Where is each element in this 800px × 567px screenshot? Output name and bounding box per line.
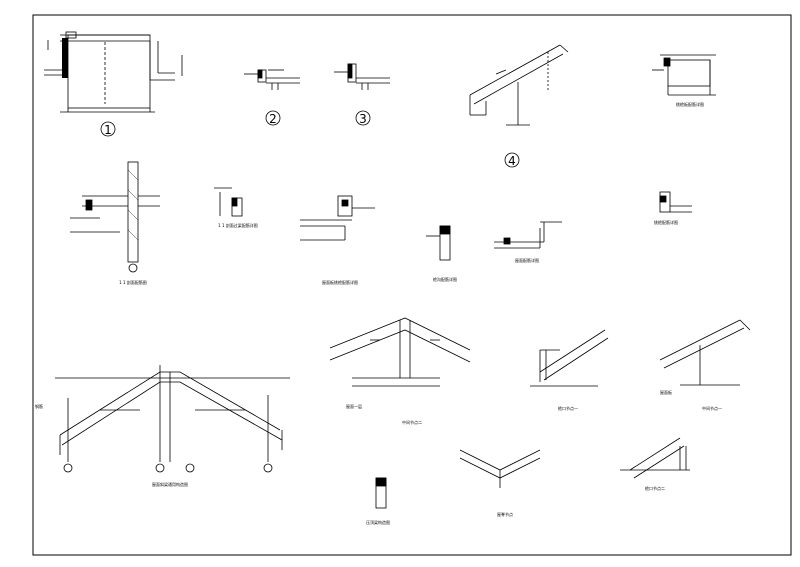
caption-c13: 屋脊节点 bbox=[497, 511, 513, 517]
caption-c6: 挑檐配筋详图 bbox=[654, 219, 678, 225]
detail-marker-2-circle bbox=[265, 110, 281, 126]
capping-beam bbox=[375, 477, 387, 509]
eave-node-2 bbox=[620, 437, 690, 479]
roof-truss-diagram bbox=[55, 365, 290, 473]
ridge-node-2 bbox=[329, 317, 471, 387]
caption-c3: 挑檐板配筋详图 bbox=[676, 101, 704, 107]
small-beam-section bbox=[426, 225, 451, 261]
caption-c4: 檐沟配筋详图 bbox=[433, 276, 457, 282]
caption-c1: 1 1 剖面配筋图 bbox=[119, 279, 147, 285]
caption-c8: 中间节点二 bbox=[402, 419, 422, 425]
sheet-border bbox=[32, 14, 792, 556]
detail-1 bbox=[44, 31, 183, 113]
detail-marker-3-circle bbox=[355, 110, 371, 126]
caption-c7: 屋面板挑檐配筋详图 bbox=[322, 279, 358, 285]
note-n3: 钢筋 bbox=[35, 403, 43, 409]
detail-marker-3: 3 bbox=[359, 112, 367, 126]
caption-c2: 1 1 剖面过梁配筋详图 bbox=[218, 222, 258, 228]
note-n1: 屋面一层 bbox=[346, 403, 362, 409]
detail-marker-1: 1 bbox=[104, 123, 112, 137]
caption-c11: 檐口节点二 bbox=[645, 485, 665, 491]
lintel-section bbox=[214, 187, 243, 217]
detail-marker-4-circle bbox=[504, 152, 520, 168]
caption-c9: 檐口节点一 bbox=[558, 405, 578, 411]
detail-2 bbox=[244, 69, 300, 90]
step-section bbox=[494, 221, 562, 249]
detail-marker-4: 4 bbox=[508, 154, 516, 168]
detail-marker-1-circle bbox=[100, 121, 116, 137]
caption-c14: 压顶梁构造图 bbox=[366, 519, 390, 525]
detail-4 bbox=[469, 44, 569, 126]
ridge-node-1 bbox=[659, 319, 751, 386]
detail-3 bbox=[334, 63, 390, 90]
canopy-section bbox=[300, 195, 375, 241]
column-section bbox=[70, 161, 160, 273]
gutter-detail bbox=[652, 54, 716, 96]
parapet-small bbox=[659, 191, 692, 213]
valley-node bbox=[459, 449, 541, 488]
detail-marker-2: 2 bbox=[269, 112, 277, 126]
eave-node-1 bbox=[530, 329, 609, 387]
caption-c5: 屋面配筋详图 bbox=[515, 257, 539, 263]
caption-c10: 中间节点一 bbox=[702, 405, 722, 411]
note-n2: 屋面板 bbox=[660, 389, 672, 395]
caption-c12: 屋面斜梁通用构造图 bbox=[152, 481, 188, 487]
